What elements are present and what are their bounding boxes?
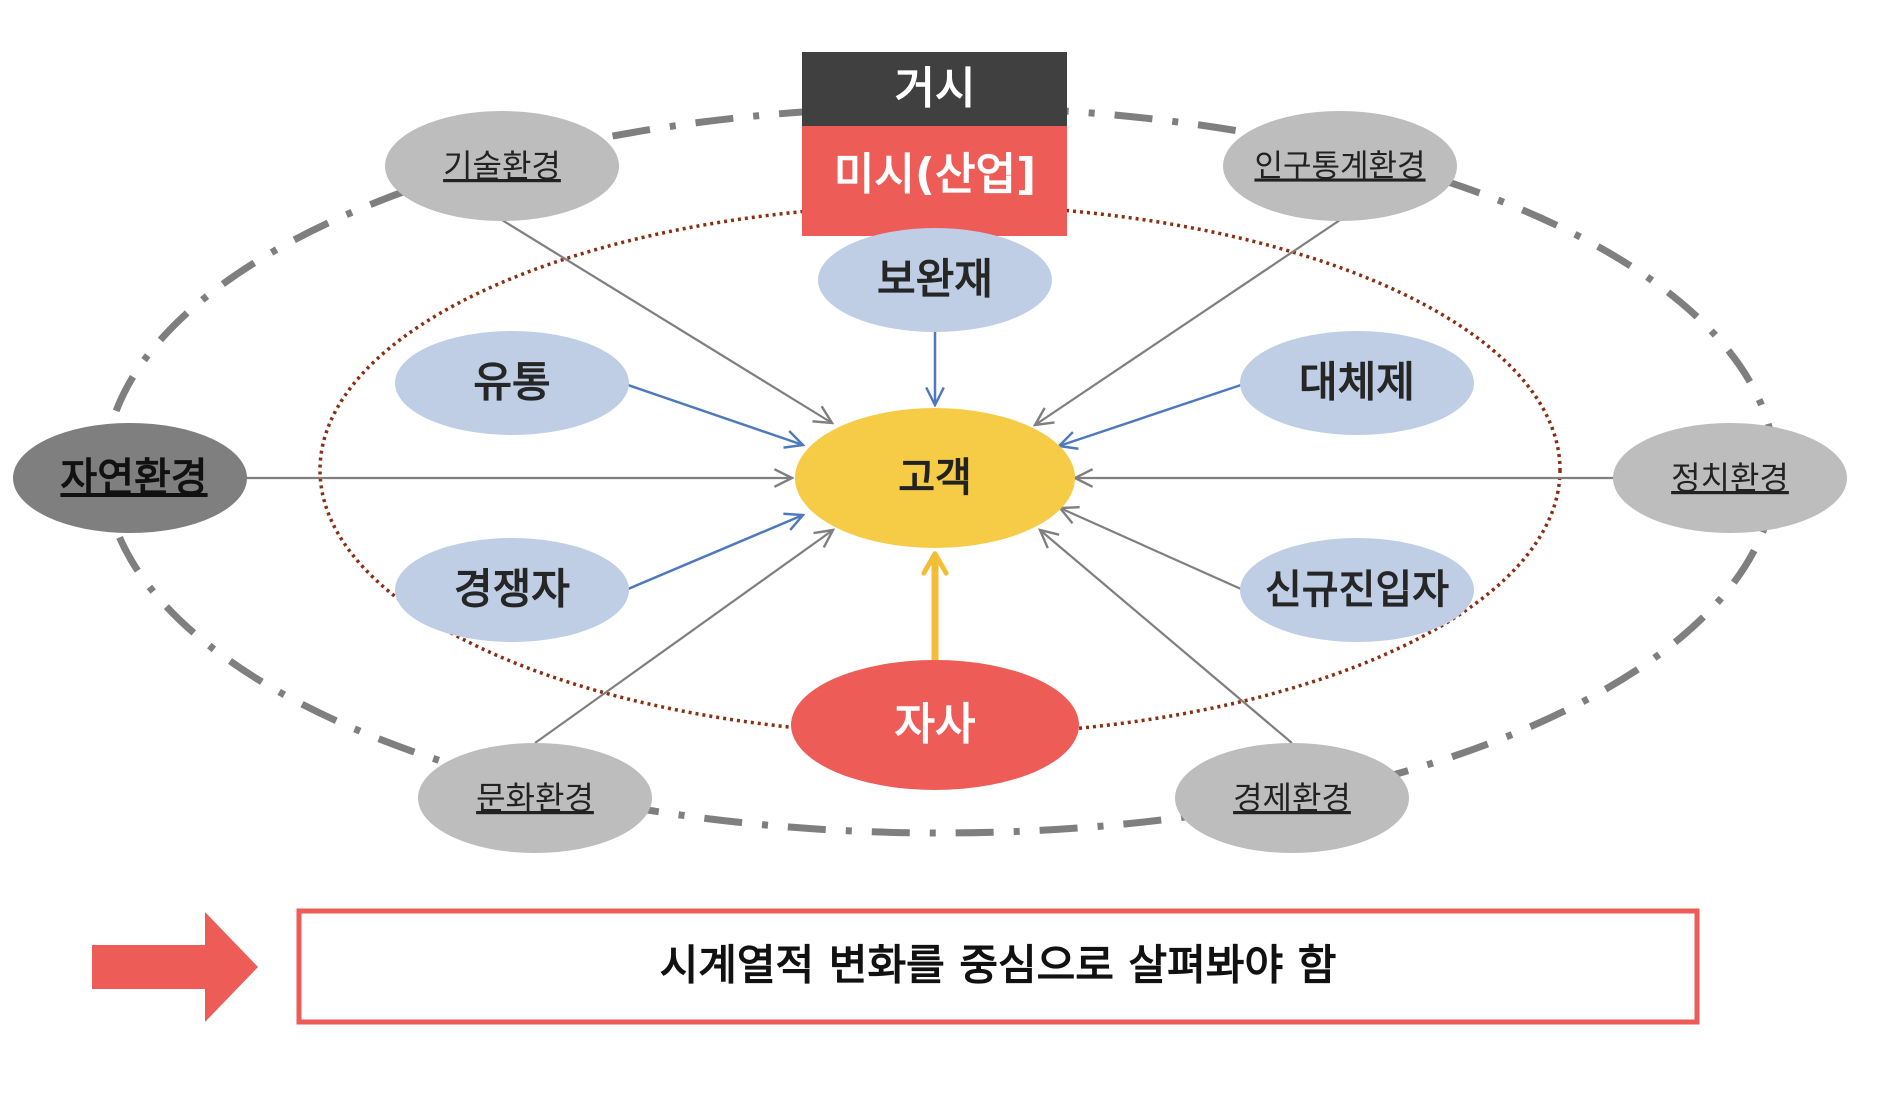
macro-header-label: 거시 <box>895 63 976 114</box>
arrow-substitute-to-customer <box>1059 383 1242 446</box>
arrow-demographic-to-customer <box>1035 219 1341 425</box>
demographic-env-label: 인구통계환경 <box>1254 149 1425 185</box>
arrow-economic-to-customer <box>1040 530 1293 744</box>
substitute-node <box>1240 331 1474 435</box>
conclusion-box <box>296 908 1700 1025</box>
arrow-cultural-to-customer <box>534 530 833 744</box>
conclusion-arrow-icon <box>92 912 258 1022</box>
economic-env-node <box>1175 743 1409 853</box>
complement-node <box>818 228 1052 332</box>
complement-label: 보완재 <box>877 255 993 304</box>
new-entrant-node <box>1240 538 1474 642</box>
micro-header-label: 미시(산업] <box>834 149 1036 200</box>
technology-env-label: 기술환경 <box>443 147 561 185</box>
distribution-node <box>395 331 629 435</box>
natural-env-node <box>13 423 247 533</box>
company-node <box>791 660 1079 790</box>
economic-env-label: 경제환경 <box>1233 779 1351 817</box>
customer-node <box>795 408 1075 548</box>
arrow-competitor-to-customer <box>627 515 803 591</box>
competitor-node <box>395 538 629 642</box>
arrow-technology-to-customer <box>501 219 832 423</box>
macro-header-box <box>802 52 1067 126</box>
cultural-env-label: 문화환경 <box>476 779 594 817</box>
customer-label: 고객 <box>898 455 972 501</box>
conclusion-text: 시계열적 변화를 중심으로 살펴봐야 함 <box>660 941 1337 990</box>
distribution-label: 유통 <box>473 358 550 407</box>
cultural-env-node <box>418 743 652 853</box>
competitor-label: 경쟁자 <box>454 565 570 614</box>
technology-env-node <box>385 111 619 221</box>
arrow-distribution-to-customer <box>627 383 803 445</box>
arrow-new-entrant-to-customer-gray <box>1060 508 1242 591</box>
micro-header-box <box>802 126 1067 236</box>
company-label: 자사 <box>895 699 976 750</box>
demographic-env-node <box>1223 111 1457 221</box>
political-env-node <box>1613 423 1847 533</box>
substitute-label: 대체제 <box>1299 358 1415 407</box>
new-entrant-label: 신규진입자 <box>1265 567 1449 613</box>
political-env-label: 정치환경 <box>1671 459 1789 497</box>
natural-env-label: 자연환경 <box>60 455 207 501</box>
